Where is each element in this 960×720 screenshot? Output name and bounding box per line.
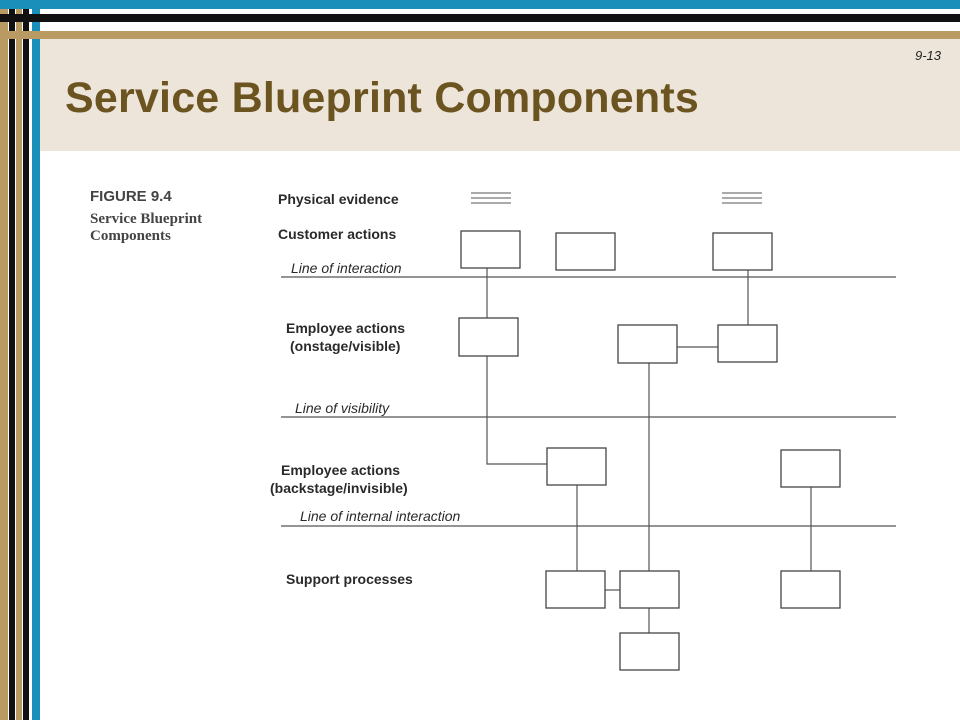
backstage-action-box <box>780 449 841 488</box>
line-label-internal-interaction: Line of internal interaction <box>300 508 461 524</box>
support-process-box <box>619 632 680 671</box>
frame-bar-blue-left <box>32 0 40 720</box>
row-label-onstage-line-1: Employee actions <box>286 320 405 336</box>
frame-bar-black-left <box>9 0 15 720</box>
header-band <box>40 39 960 151</box>
frame-bar-blue-top <box>0 0 960 9</box>
figure-label: FIGURE 9.4 <box>90 188 172 205</box>
onstage-action-box <box>717 324 778 363</box>
frame-bar-tan-inner <box>16 0 22 720</box>
row-label-physical-evidence: Physical evidence <box>278 191 399 207</box>
row-label-customer-actions: Customer actions <box>278 226 396 242</box>
row-label-onstage-line-2: (onstage/visible) <box>290 338 400 354</box>
frame-bar-black-top <box>0 14 960 22</box>
slide-number: 9-13 <box>914 48 941 63</box>
support-process-box <box>780 570 841 609</box>
figure-caption-line-1: Service Blueprint <box>90 211 203 227</box>
frame-bar-tan-left <box>0 0 8 720</box>
slide-title: Service Blueprint Components <box>65 74 699 122</box>
frame-bar-black-inner <box>23 0 29 720</box>
customer-action-box <box>555 232 616 271</box>
onstage-action-box <box>617 324 678 364</box>
line-label-interaction: Line of interaction <box>291 260 402 276</box>
row-label-support-processes: Support processes <box>286 571 413 587</box>
figure-caption-line-2: Components <box>90 228 171 244</box>
connector <box>486 356 547 465</box>
physical-evidence-marker-2 <box>722 192 762 204</box>
support-process-box <box>619 570 680 609</box>
backstage-action-box <box>546 447 607 486</box>
frame-bar-tan-top <box>0 31 960 39</box>
customer-action-box <box>712 232 773 271</box>
onstage-action-box <box>458 317 519 357</box>
physical-evidence-marker-1 <box>471 192 511 204</box>
customer-action-box <box>460 230 521 269</box>
row-label-backstage-line-2: (backstage/invisible) <box>270 480 408 496</box>
support-process-box <box>545 570 606 609</box>
row-label-backstage-line-1: Employee actions <box>281 462 400 478</box>
line-label-visibility: Line of visibility <box>295 400 390 416</box>
figure-caption: Service Blueprint Components <box>90 211 250 245</box>
